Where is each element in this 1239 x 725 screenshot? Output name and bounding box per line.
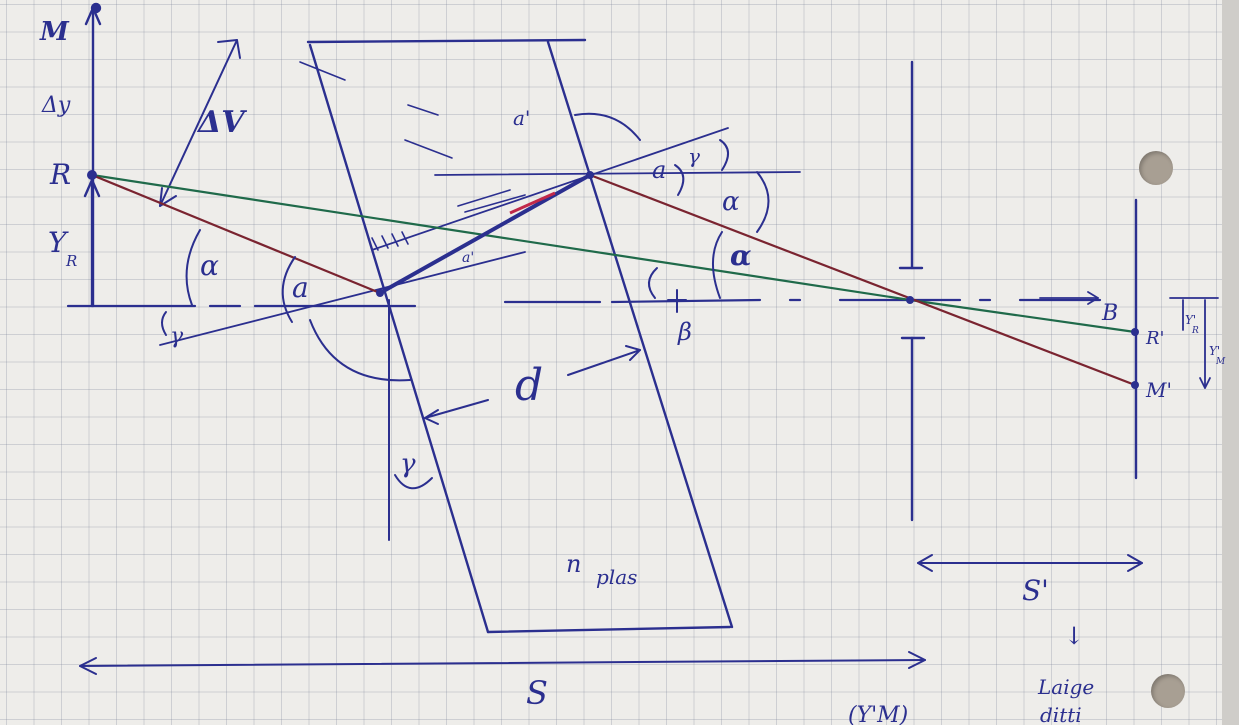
label-y-r-sub: R bbox=[65, 252, 77, 270]
glass-plate bbox=[306, 38, 734, 634]
label-y-m-prime-sub: M bbox=[1215, 357, 1226, 367]
label-m-prime: M' bbox=[1145, 378, 1172, 402]
label-alpha-right-upper: α bbox=[722, 187, 740, 217]
thickness-arrows bbox=[424, 345, 641, 425]
label-s: S bbox=[526, 674, 548, 712]
s-prime-arrow bbox=[917, 554, 1143, 572]
label-s-prime: S' bbox=[1022, 574, 1049, 607]
refracted-ray bbox=[91, 173, 1136, 387]
label-bottom-fragment: (Y'M) bbox=[848, 703, 908, 725]
label-y-r-prime-sub: R bbox=[1191, 326, 1199, 336]
label-gamma-right: γ bbox=[688, 144, 700, 168]
label-gamma-left: γ bbox=[170, 324, 184, 349]
angle-arcs bbox=[161, 112, 770, 490]
label-largeur-1: Laige bbox=[1037, 675, 1094, 699]
label-a-right: a bbox=[652, 156, 666, 184]
label-n-plas: n bbox=[566, 550, 581, 578]
label-largeur-2: ditti bbox=[1040, 703, 1082, 725]
ray-inside-plate bbox=[379, 173, 591, 295]
label-delta-y: Δy bbox=[41, 93, 71, 118]
label-r-prime: R' bbox=[1145, 328, 1165, 349]
label-a-prime-mid: a' bbox=[462, 250, 474, 266]
image-height-arrows bbox=[1169, 297, 1219, 389]
normal-lines bbox=[159, 127, 801, 346]
label-a-prime-top: a' bbox=[513, 106, 530, 130]
label-r: R bbox=[49, 158, 71, 191]
label-m-top: M bbox=[39, 17, 70, 47]
lens-aperture bbox=[898, 60, 926, 522]
label-a-left: a bbox=[292, 271, 309, 304]
binder-hole-bottom bbox=[1151, 674, 1185, 708]
beta-arrow bbox=[1039, 291, 1099, 305]
delta-v-arrow bbox=[159, 39, 241, 207]
label-arrow-down: ↓ bbox=[1064, 622, 1084, 650]
object-arrow bbox=[83, 2, 102, 308]
label-alpha-right-lower: α bbox=[730, 239, 752, 272]
points bbox=[87, 170, 1139, 389]
label-delta-v: ΔV bbox=[196, 105, 247, 140]
binder-hole-top bbox=[1139, 151, 1173, 185]
page-edge bbox=[1222, 0, 1239, 725]
label-y-m-prime: Y' bbox=[1209, 344, 1220, 358]
s-arrow bbox=[79, 651, 926, 675]
label-d: d bbox=[515, 360, 543, 411]
label-alpha-left: α bbox=[200, 249, 219, 282]
label-n-plas-sub: plas bbox=[596, 565, 637, 589]
ray-highlight bbox=[509, 191, 556, 215]
label-beta-lower: β bbox=[677, 318, 692, 346]
label-y-r-prime: Y' bbox=[1185, 313, 1196, 327]
hatch-marks bbox=[299, 61, 526, 251]
label-b-right: B bbox=[1101, 301, 1118, 326]
beta-tick bbox=[667, 289, 687, 313]
label-y-r: Y bbox=[48, 226, 69, 259]
label-gamma-bottom: γ bbox=[400, 449, 416, 479]
chief-ray bbox=[91, 173, 1136, 334]
